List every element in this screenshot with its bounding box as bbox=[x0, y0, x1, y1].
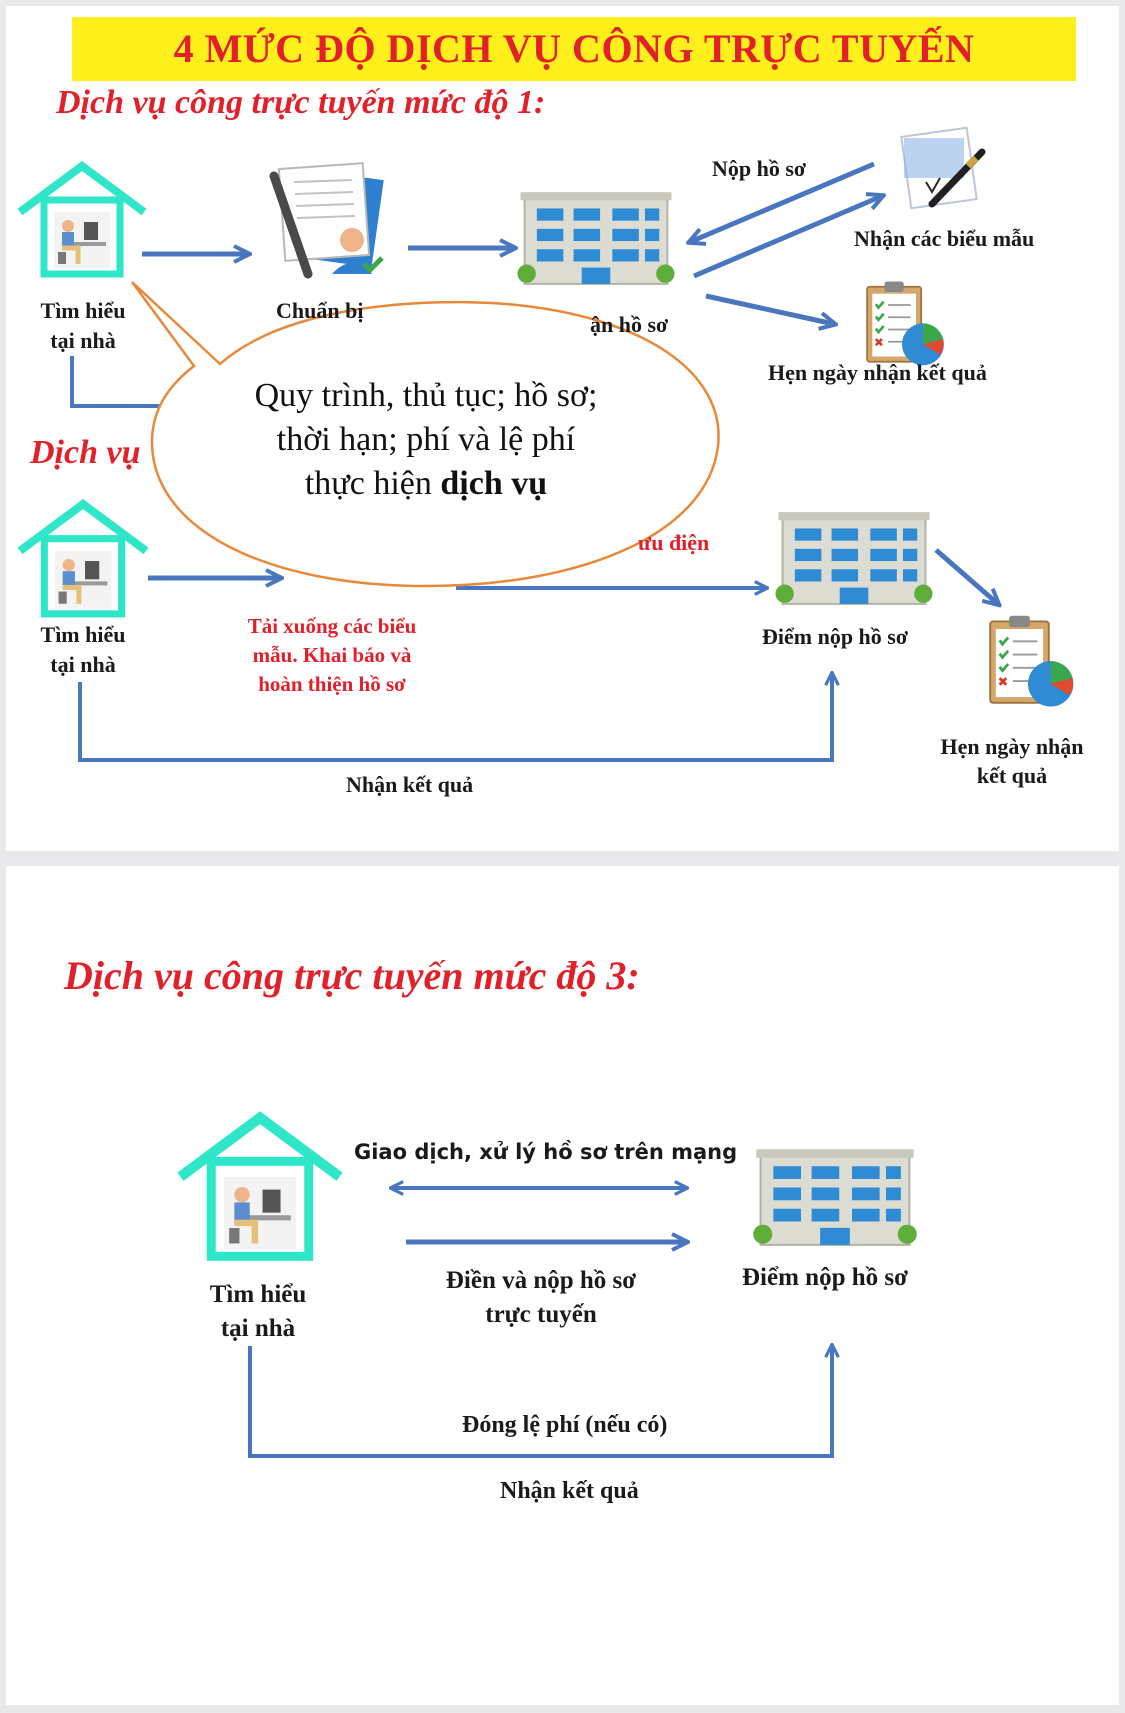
home-label-line2: tại nhà bbox=[50, 328, 116, 353]
slide-level-3: Dịch vụ công trực tuyến mức độ 3: Giao d… bbox=[6, 866, 1119, 1705]
receive-result-label: Nhận kết quả bbox=[346, 772, 474, 797]
prepare-label: Chuẩn bị bbox=[276, 298, 364, 323]
office-label: Điểm nộp hồ sơ bbox=[742, 1264, 908, 1291]
level3-heading: Dịch vụ công trực tuyến mức độ 3: bbox=[64, 953, 640, 998]
callout-line1: Quy trình, thủ tục; hồ sơ; bbox=[254, 377, 598, 414]
online-transaction-label: Giao dịch, xử lý hồ sơ trên mạng bbox=[354, 1140, 738, 1164]
documents-pen-icon bbox=[269, 162, 384, 279]
level1-heading: Dịch vụ công trực tuyến mức độ 1: bbox=[56, 84, 546, 121]
home-label-line1: Tìm hiểu bbox=[209, 1281, 307, 1308]
download-line2: mẫu. Khai báo và bbox=[252, 643, 412, 667]
appointment-label: Hẹn ngày nhận kết quả bbox=[768, 360, 987, 385]
appointment-line1: Hẹn ngày nhận bbox=[940, 734, 1084, 759]
fill-line1: Điền và nộp hồ sơ bbox=[445, 1267, 637, 1294]
callout-line3-bold: dịch vụ bbox=[440, 465, 548, 502]
house-icon bbox=[20, 166, 144, 274]
arrow-submit-dossier bbox=[690, 161, 875, 242]
level2-heading: Dịch vụ bbox=[30, 434, 141, 471]
post-office-label: ưu điện bbox=[638, 530, 710, 555]
level3-home-label: Tìm hiểu tại nhà bbox=[196, 1278, 320, 1346]
appointment-line2: kết quả bbox=[976, 763, 1048, 788]
office-building-icon bbox=[752, 1148, 918, 1246]
fee-label: Đóng lệ phí (nếu có) bbox=[462, 1412, 668, 1438]
house-icon bbox=[20, 504, 146, 614]
clipboard-chart-icon bbox=[988, 614, 1075, 709]
callout-text: Quy trình, thủ tục; hồ sơ; thời hạn; phí… bbox=[206, 374, 646, 506]
home-label-line2: tại nhà bbox=[50, 652, 116, 677]
download-forms-label: Tải xuống các biểu mẫu. Khai báo và hoàn… bbox=[212, 612, 452, 699]
clipboard-chart-icon bbox=[865, 279, 946, 367]
callout-line2: thời hạn; phí và lệ phí bbox=[276, 421, 576, 458]
document-pen-icon bbox=[900, 126, 986, 210]
house-icon bbox=[180, 1118, 339, 1257]
submit-dossier-label: Nộp hồ sơ bbox=[712, 156, 807, 181]
home-label-line1: Tìm hiểu bbox=[40, 622, 126, 647]
receive-result-label: Nhận kết quả bbox=[500, 1478, 639, 1504]
office-building-icon bbox=[516, 191, 676, 285]
home-label-line1: Tìm hiểu bbox=[40, 298, 126, 323]
callout-line3: thực hiện dịch vụ bbox=[206, 462, 646, 506]
arrow-appointment bbox=[705, 293, 834, 324]
download-line1: Tải xuống các biểu bbox=[247, 614, 417, 638]
arrow-receive-forms bbox=[693, 196, 882, 279]
home-label-line2: tại nhà bbox=[220, 1315, 296, 1342]
fill-submit-label: Điền và nộp hồ sơ trực tuyến bbox=[406, 1264, 676, 1332]
download-line3: hoàn thiện hồ sơ bbox=[258, 672, 406, 696]
page-title: 4 MỨC ĐỘ DỊCH VỤ CÔNG TRỰC TUYẾN bbox=[72, 17, 1076, 81]
level2-appointment-label: Hẹn ngày nhận kết quả bbox=[932, 732, 1092, 790]
level2-home-label: Tìm hiểu tại nhà bbox=[24, 620, 142, 680]
callout-bubble bbox=[130, 281, 720, 588]
arrow-office-to-appointment bbox=[934, 548, 998, 604]
fill-line2: trực tuyến bbox=[485, 1301, 597, 1328]
receive-forms-label: Nhận các biểu mẫu bbox=[854, 226, 1035, 251]
callout-line3-prefix: thực hiện bbox=[304, 465, 441, 502]
return-line-level2 bbox=[78, 674, 832, 762]
submit-label: ận hồ sơ bbox=[590, 312, 669, 337]
office-building-icon bbox=[774, 511, 934, 605]
slide1-graphics bbox=[6, 126, 1075, 762]
return-line-level3 bbox=[248, 1346, 832, 1458]
level1-home-label: Tìm hiểu tại nhà bbox=[26, 296, 140, 356]
slide-level-1-2: 4 MỨC ĐỘ DỊCH VỤ CÔNG TRỰC TUYẾN Dịch vụ… bbox=[6, 6, 1119, 851]
office-label: Điểm nộp hồ sơ bbox=[762, 624, 909, 649]
slide2-graphics bbox=[6, 866, 918, 1458]
return-line-level1 bbox=[70, 356, 166, 408]
